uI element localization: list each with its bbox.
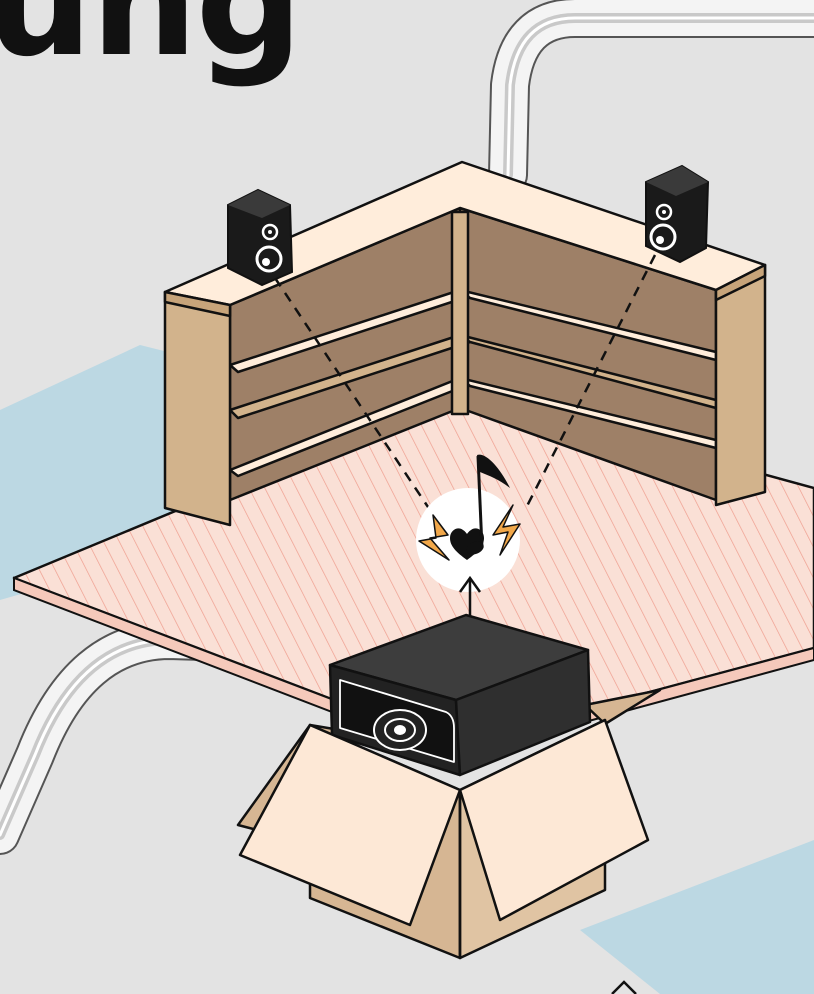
- right-speaker: [646, 166, 708, 262]
- left-speaker: [228, 190, 292, 285]
- arrow-up-icon: [612, 982, 636, 994]
- blue-band-right: [580, 840, 814, 994]
